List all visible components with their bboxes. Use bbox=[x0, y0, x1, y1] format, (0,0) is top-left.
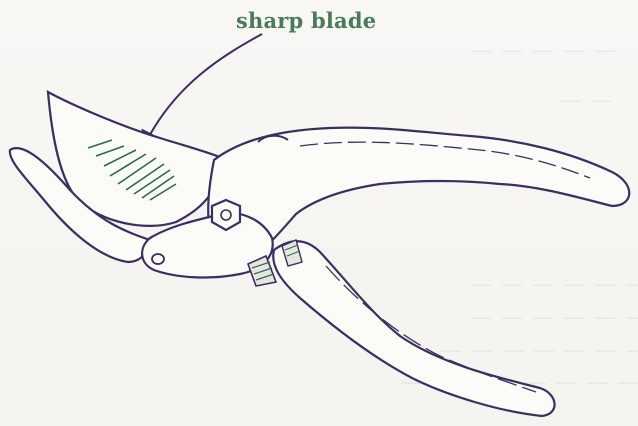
pivot-bolt bbox=[212, 200, 240, 230]
lower-handle bbox=[273, 241, 554, 416]
rivet-hole bbox=[152, 254, 164, 264]
annotation-arrow bbox=[146, 34, 262, 142]
